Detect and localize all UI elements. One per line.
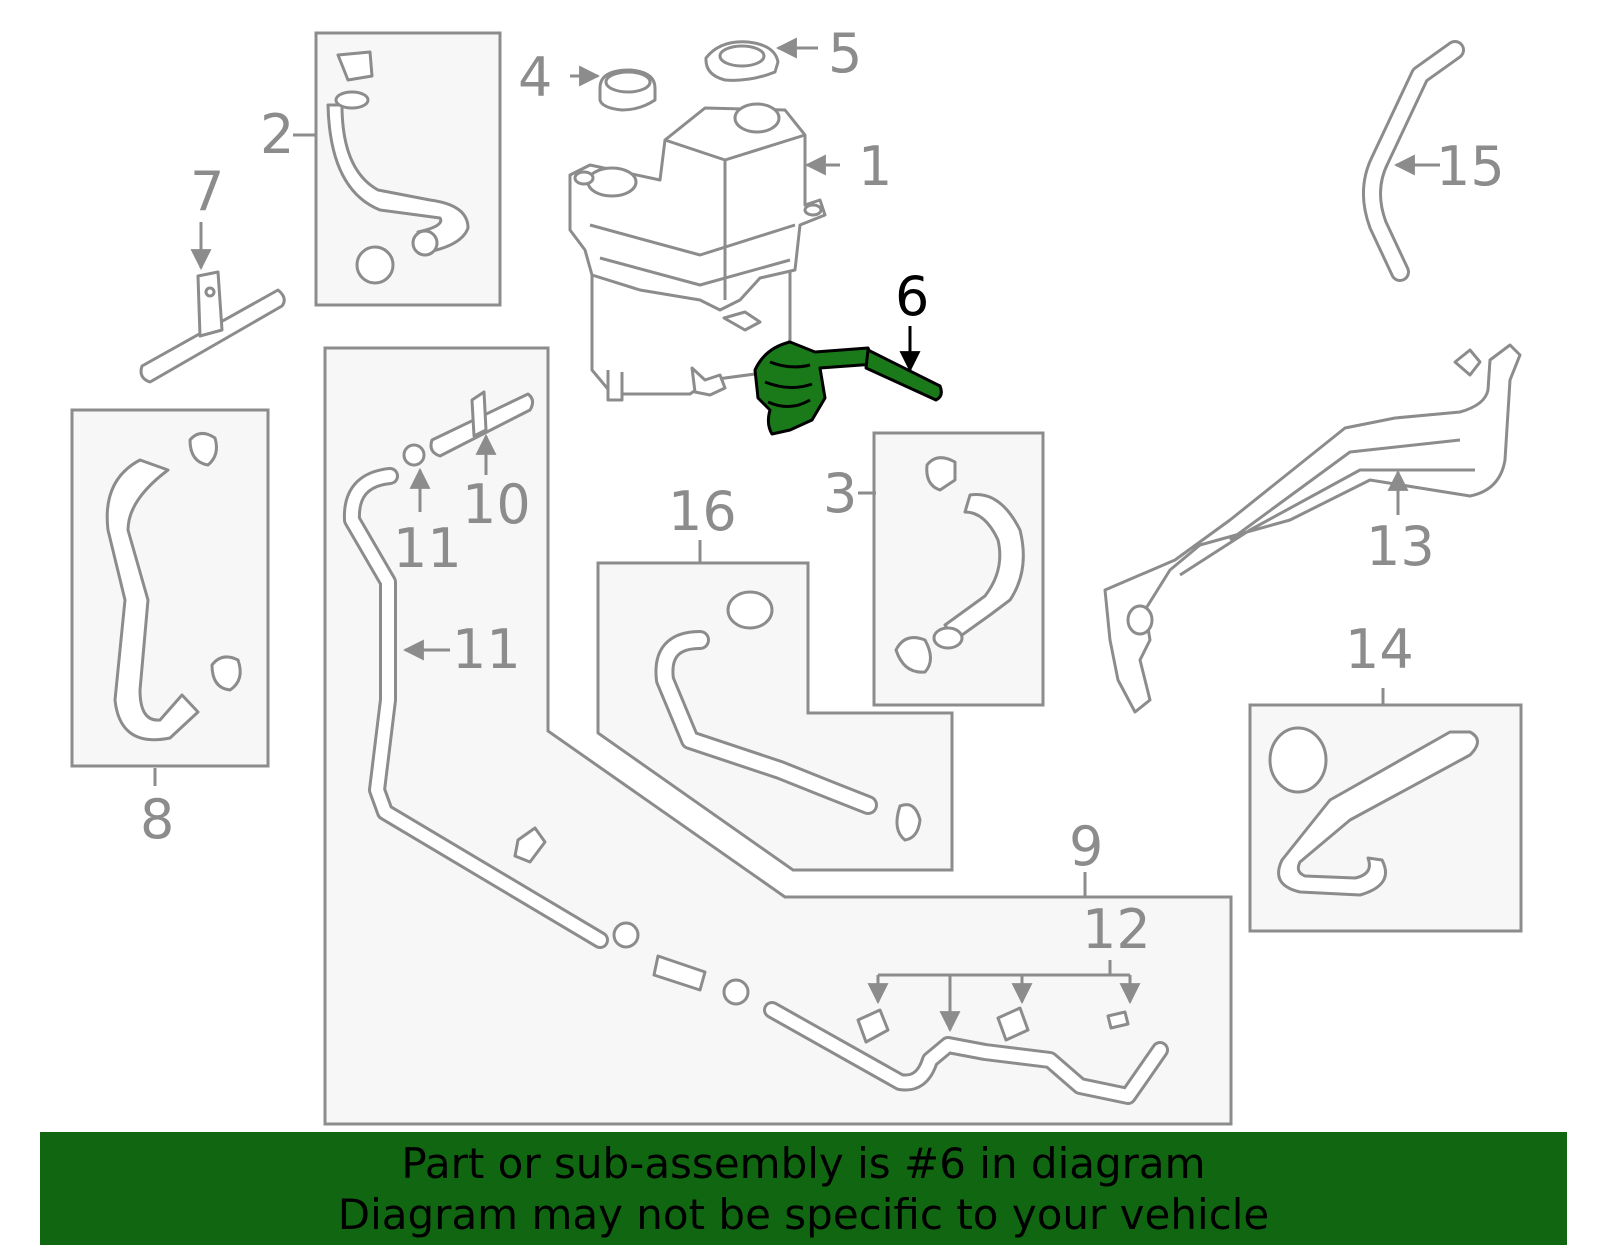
clamp-icon	[895, 803, 922, 842]
callout-10: 10	[462, 473, 531, 536]
pipe-13-icon	[1103, 343, 1522, 714]
callout-14: 14	[1345, 618, 1414, 681]
hose-6-icon	[753, 340, 943, 436]
callout-4: 4	[518, 46, 552, 109]
clamp-icon	[722, 978, 750, 1006]
clip-icon	[1106, 1010, 1130, 1030]
info-banner: Part or sub-assembly is #6 in diagram Di…	[40, 1132, 1567, 1245]
callout-11-lower: 11	[452, 618, 521, 681]
callout-12: 12	[1082, 898, 1151, 961]
callout-11-upper: 11	[393, 517, 462, 580]
box-part-9	[323, 346, 1233, 1126]
pipe-7-icon	[139, 270, 286, 384]
callout-1: 1	[858, 135, 892, 198]
callout-7: 7	[190, 160, 224, 223]
banner-line-part: Part or sub-assembly is #6 in diagram	[401, 1138, 1206, 1188]
clamp-icon	[402, 443, 426, 467]
callout-16: 16	[668, 480, 737, 543]
reservoir-icon	[568, 102, 827, 402]
connector-icon	[652, 954, 707, 992]
callout-8: 8	[140, 788, 174, 851]
callout-2: 2	[260, 103, 294, 166]
pipe-10-icon	[429, 390, 535, 458]
clamp-icon	[925, 456, 957, 492]
callout-9: 9	[1069, 815, 1103, 878]
callout-6: 6	[895, 265, 929, 328]
banner-line-disclaimer: Diagram may not be specific to your vehi…	[337, 1189, 1270, 1239]
callout-5: 5	[828, 22, 862, 85]
clamp-icon	[336, 50, 374, 82]
clamp-icon	[188, 432, 218, 467]
clip-icon	[996, 1006, 1030, 1042]
clamp-icon	[513, 826, 547, 864]
clamp-icon	[1268, 726, 1328, 794]
clip-icon	[856, 1008, 890, 1044]
callout-3: 3	[823, 462, 857, 525]
hose-14-icon	[1277, 730, 1479, 897]
callout-15: 15	[1436, 135, 1505, 198]
clamp-icon	[894, 636, 932, 674]
clamp-icon	[355, 245, 395, 285]
clamp-icon	[612, 921, 640, 949]
hose-3-icon	[943, 492, 1025, 642]
clamp-icon	[210, 655, 242, 692]
hose-8-icon	[105, 458, 200, 742]
hose-2-icon	[326, 103, 470, 254]
clamp-icon	[726, 590, 774, 630]
callout-13: 13	[1366, 515, 1435, 578]
